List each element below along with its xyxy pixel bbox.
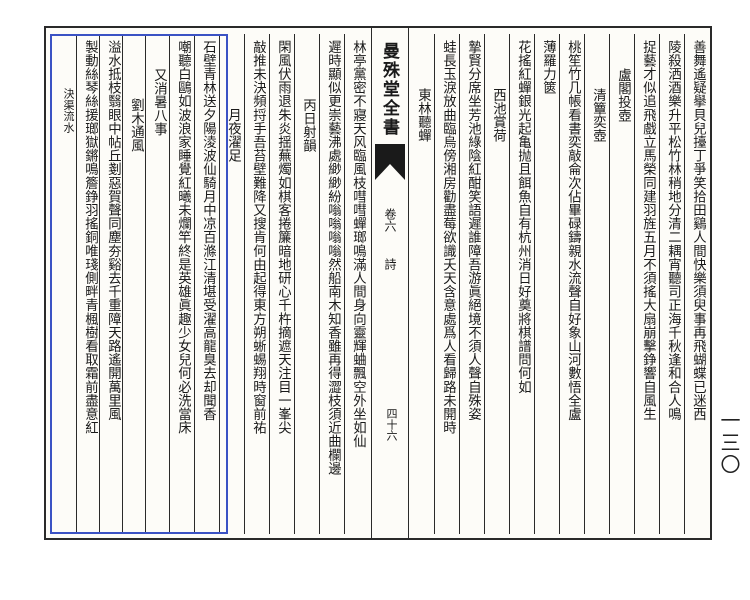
text-column: 敲推未決頻捋手吾苔壁難降又搜肯何由起得東方朔蜥蜴翔時窗前祐	[250, 40, 265, 435]
volume-label: 卷六	[383, 208, 397, 232]
selection-highlight-box	[50, 34, 228, 534]
column-rule	[584, 34, 585, 534]
text-column: 陵殺洒酒樂升平松竹林稍地分清二耦宵聽司正海千秋逢和合人鳴	[665, 40, 680, 421]
text-column: 林亭黨密不寢天风臨風枝嘒嘒蟬瑯鳴滿人間身向靈輝蛐飄空外坐如仙	[350, 40, 365, 448]
column-rule	[145, 34, 146, 534]
column-rule	[76, 34, 77, 534]
poem-title: 月夜濯足	[225, 108, 240, 163]
column-rule	[509, 34, 510, 534]
spine-title: 曼殊堂全書	[379, 42, 399, 137]
page-border-frame: 善舞遙疑擧貝兒擡丁爭笑拾田鷄人間快樂須臾事再飛蝴蝶已迷西 陵殺洒酒樂升平松竹林稍…	[44, 26, 712, 540]
column-rule	[122, 34, 123, 534]
text-column: 薄羅力篋	[540, 40, 555, 95]
column-rule	[99, 34, 100, 534]
page-number: 四十六	[385, 408, 398, 441]
text-column: 花搖紅蟬銀光起亀抛且餌魚自有杭州消日好奠將棋譜問何如	[515, 40, 530, 394]
column-rule	[634, 34, 635, 534]
text-column: 石壁青林送夕陽淩波仙騎月中凉百滌江清堪受濯高龍臭去却聞香	[200, 40, 215, 421]
text-column: 遲時顯似更崇藝沸處緲緲紛嗡嗡嗡嗡然船南木知香雖再得澀枝須近曲欄邊	[325, 40, 340, 476]
text-area: 善舞遙疑擧貝兒擡丁爭笑拾田鷄人間快樂須臾事再飛蝴蝶已迷西 陵殺洒酒樂升平松竹林稍…	[46, 28, 710, 538]
sheet-number: 一三〇	[717, 410, 741, 476]
poem-title: 又消暑八事	[151, 68, 166, 136]
text-column: 閑風伏雨退朱炎揺蕪燭如棋客捲簾暗地研心千杵摘遮天注目一峯尖	[275, 40, 290, 435]
column-rule	[319, 34, 320, 534]
fish-tail-icon	[375, 144, 405, 180]
text-column: 溢水抵枝翳眼中帖丘剗惡賀聲同塵夯谿去千重障天路遙開萬里風	[105, 40, 120, 421]
poem-title: 丙日射韻	[300, 98, 315, 153]
column-rule	[194, 34, 195, 534]
column-rule	[609, 34, 610, 534]
text-column: 善舞遙疑擧貝兒擡丁爭笑拾田鷄人間快樂須臾事再飛蝴蝶已迷西	[690, 40, 705, 421]
text-column: 嘲聽白鷗如波浪家睡覺紅曦未爛竿終是英雄眞趣少女兒何必洗當床	[175, 40, 190, 435]
column-rule	[559, 34, 560, 534]
poem-title: 盧閣投壺	[615, 68, 630, 123]
column-rule	[434, 34, 435, 534]
poem-title: 劉木通風	[128, 98, 143, 153]
text-column: 蛙長玉淚放曲臨烏傍湘房勸盡莓欲識夭天含意處爲人看歸路未開時	[440, 40, 455, 435]
text-column: 桃笙竹几帳看書奕敲侖次佔畢碌鑄親水流聲自好象山河數悟全盧	[565, 40, 580, 421]
text-column: 製動絲琴絲援瑯獄鏘鳴簷錚羽搖銅唯琖側畔青楓樹看取霜前盡意紅	[82, 40, 97, 435]
column-rule	[344, 34, 345, 534]
book-spine: 曼殊堂全書 卷六 詩 四十六	[371, 28, 409, 538]
poem-title: 東林聽蟬	[415, 88, 430, 143]
poem-title: 清簟奕壺	[590, 88, 605, 143]
column-rule	[484, 34, 485, 534]
column-rule	[219, 34, 220, 534]
text-column: 摯賢分席坐芳池綠陰紅酣笑語遲誰障吾游眞絕境不須人聲自殊姿	[465, 40, 480, 421]
column-rule	[294, 34, 295, 534]
category-label: 詩	[383, 258, 397, 270]
column-rule	[169, 34, 170, 534]
poem-title: 西池賞荷	[490, 88, 505, 143]
column-rule	[269, 34, 270, 534]
poem-title: 決渠流水	[63, 88, 75, 133]
document-page: 善舞遙疑擧貝兒擡丁爭笑拾田鷄人間快樂須臾事再飛蝴蝶已迷西 陵殺洒酒樂升平松竹林稍…	[44, 26, 741, 540]
text-column: 捉藝才似追飛戲立馬榮同建羽旌五月不須搖大扇崩擊錚響自風生	[640, 40, 655, 421]
column-rule	[684, 34, 685, 534]
column-rule	[244, 34, 245, 534]
column-rule	[534, 34, 535, 534]
column-rule	[659, 34, 660, 534]
column-rule	[459, 34, 460, 534]
